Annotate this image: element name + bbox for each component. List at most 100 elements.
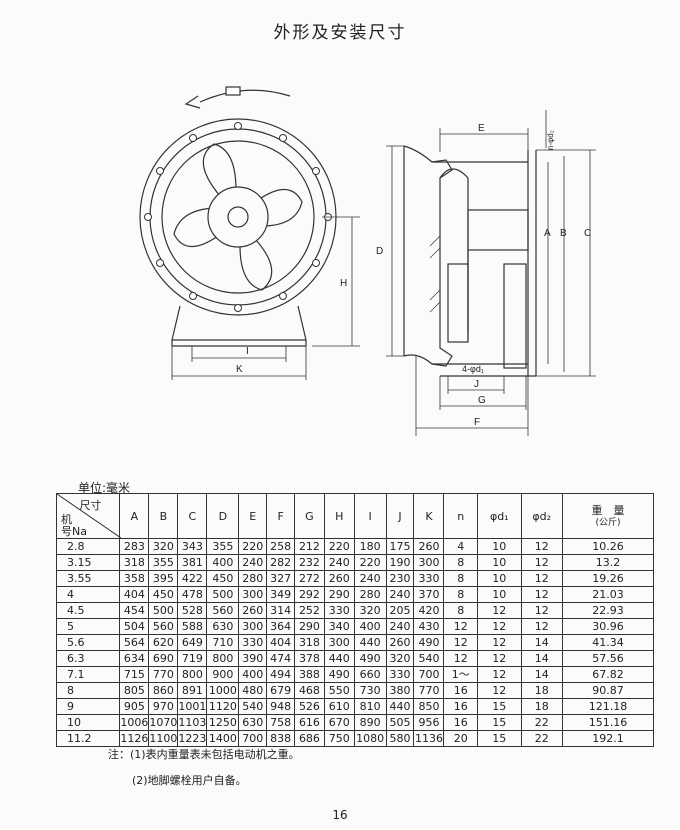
table-cell: 1000	[206, 682, 240, 699]
table-cell: 890	[353, 714, 387, 731]
dim-label-i: I	[246, 346, 249, 357]
table-cell: 260	[323, 570, 355, 587]
table-cell: 4	[443, 538, 479, 555]
table-cell: 240	[385, 618, 415, 635]
table-cell: 121.18	[562, 698, 654, 715]
table-cell: 10	[477, 538, 522, 555]
table-cell: 340	[323, 618, 355, 635]
table-cell: 175	[385, 538, 415, 555]
model-number-cell: 5.6	[55, 634, 121, 651]
table-cell: 454	[119, 602, 150, 619]
table-cell: 526	[294, 698, 325, 715]
table-cell: 430	[413, 618, 445, 635]
table-cell: 400	[206, 554, 240, 571]
table-cell: 22	[520, 714, 564, 731]
table-cell: 805	[119, 682, 150, 699]
table-cell: 758	[266, 714, 296, 731]
header-cell: n	[443, 493, 479, 539]
table-cell: 1120	[206, 698, 240, 715]
table-cell: 21.03	[562, 586, 654, 603]
table-cell: 440	[353, 634, 387, 651]
table-cell: 679	[266, 682, 296, 699]
table-cell: 1400	[206, 730, 240, 747]
corner-header-cell: 尺寸 机号Na	[55, 493, 121, 539]
model-number-cell: 11.2	[55, 730, 121, 747]
table-cell: 490	[413, 634, 445, 651]
table-cell: 320	[148, 538, 179, 555]
table-cell: 480	[238, 682, 268, 699]
table-cell: 15	[477, 730, 522, 747]
page-title: 外形及安装尺寸	[273, 23, 407, 43]
dim-label-h: H	[340, 278, 347, 289]
table-cell: 12	[477, 682, 522, 699]
table-cell: 649	[177, 634, 208, 651]
table-cell: 395	[148, 570, 179, 587]
table-cell: 12	[520, 554, 564, 571]
table-cell: 800	[177, 666, 208, 683]
notes: 注：(1)表内重量表未包括电动机之重。 (2)地脚螺栓用户自备。	[108, 742, 300, 794]
table-cell: 550	[323, 682, 355, 699]
table-cell: 41.34	[562, 634, 654, 651]
table-cell: 710	[206, 634, 240, 651]
table-cell: 540	[238, 698, 268, 715]
table-cell: 283	[119, 538, 150, 555]
table-cell: 719	[177, 650, 208, 667]
table-cell: 380	[385, 682, 415, 699]
table-cell: 588	[177, 618, 208, 635]
table-cell: 634	[119, 650, 150, 667]
model-number-cell: 2.8	[55, 538, 121, 555]
header-cell: B	[148, 493, 179, 539]
table-cell: 16	[443, 698, 479, 715]
table-cell: 390	[238, 650, 268, 667]
table-cell: 260	[413, 538, 445, 555]
table-cell: 580	[385, 730, 415, 747]
dim-label-j: J	[474, 379, 479, 390]
table-header-row: 尺寸 机号Na A B C D E F G H I J K n φd₁ φd₂ …	[55, 493, 654, 539]
table-cell: 212	[294, 538, 325, 555]
table-cell: 10.26	[562, 538, 654, 555]
dim-label-4-d1: 4-φd₁	[462, 364, 484, 374]
table-cell: 300	[413, 554, 445, 571]
table-cell: 528	[177, 602, 208, 619]
header-cell: H	[323, 493, 355, 539]
table-cell: 400	[238, 666, 268, 683]
table-cell: 318	[119, 554, 150, 571]
table-cell: 670	[323, 714, 355, 731]
table-cell: 22	[520, 730, 564, 747]
table-cell: 468	[294, 682, 325, 699]
table-cell: 12	[520, 586, 564, 603]
table-cell: 850	[413, 698, 445, 715]
table-cell: 14	[520, 650, 564, 667]
table-cell: 8	[443, 602, 479, 619]
table-cell: 730	[353, 682, 387, 699]
header-cell: K	[413, 493, 445, 539]
table-cell: 1100	[148, 730, 179, 747]
table-cell: 14	[520, 666, 564, 683]
table-cell: 378	[294, 650, 325, 667]
table-cell: 220	[238, 538, 268, 555]
table-cell: 260	[238, 602, 268, 619]
dim-label-b: B	[560, 228, 567, 239]
table-cell: 16	[443, 682, 479, 699]
table-cell: 750	[323, 730, 355, 747]
model-number-cell: 4	[55, 586, 121, 603]
table-cell: 282	[266, 554, 296, 571]
dim-label-k: K	[236, 364, 243, 375]
table-cell: 252	[294, 602, 325, 619]
table-cell: 314	[266, 602, 296, 619]
table-cell: 560	[148, 618, 179, 635]
table-cell: 630	[238, 714, 268, 731]
table-cell: 12	[477, 650, 522, 667]
table-cell: 355	[206, 538, 240, 555]
page-number: 16	[332, 808, 348, 822]
model-number-cell: 8	[55, 682, 121, 699]
table-cell: 355	[148, 554, 179, 571]
table-cell: 450	[206, 570, 240, 587]
